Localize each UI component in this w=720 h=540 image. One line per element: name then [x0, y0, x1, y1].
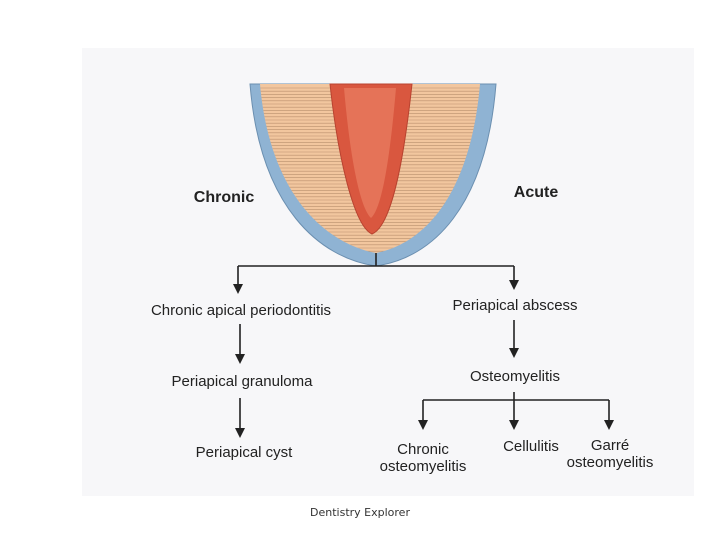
arrowhead-osteo-left — [418, 420, 428, 430]
arrowhead-right-branch — [509, 280, 519, 290]
footer-caption: Dentistry Explorer — [310, 506, 410, 519]
osteomyelitis-node: Osteomyelitis — [469, 368, 561, 385]
tooth-diagram — [233, 83, 614, 438]
arrowheads — [233, 280, 614, 438]
chronic-osteomyelitis-line1: Chronic — [397, 441, 449, 458]
garre-osteomyelitis-line2: osteomyelitis — [566, 454, 654, 471]
tooth-apex-illustration — [249, 83, 497, 267]
arrowhead-osteo-mid — [509, 420, 519, 430]
chronic-osteomyelitis-node: Chronic osteomyelitis — [380, 441, 467, 475]
cellulitis-node: Cellulitis — [503, 438, 559, 455]
pulp-highlight — [344, 88, 396, 218]
periapical-abscess-node: Periapical abscess — [452, 297, 578, 314]
chronic-label: Chronic — [193, 189, 255, 206]
arrowhead-2 — [235, 428, 245, 438]
garre-osteomyelitis-node: Garré osteomyelitis — [567, 437, 654, 471]
flow-connectors — [237, 253, 610, 430]
acute-label: Acute — [513, 184, 559, 201]
arrowhead-osteo-right — [604, 420, 614, 430]
chronic-osteomyelitis-line2: osteomyelitis — [379, 458, 467, 475]
chronic-apical-periodontitis-node: Chronic apical periodontitis — [150, 302, 332, 319]
periapical-cyst-node: Periapical cyst — [195, 444, 293, 461]
periapical-granuloma-node: Periapical granuloma — [171, 373, 313, 390]
arrowhead-left-branch — [233, 284, 243, 294]
arrowhead-1 — [235, 354, 245, 364]
diagram-panel — [82, 48, 694, 496]
garre-osteomyelitis-line1: Garré — [590, 437, 630, 454]
arrowhead-3 — [509, 348, 519, 358]
